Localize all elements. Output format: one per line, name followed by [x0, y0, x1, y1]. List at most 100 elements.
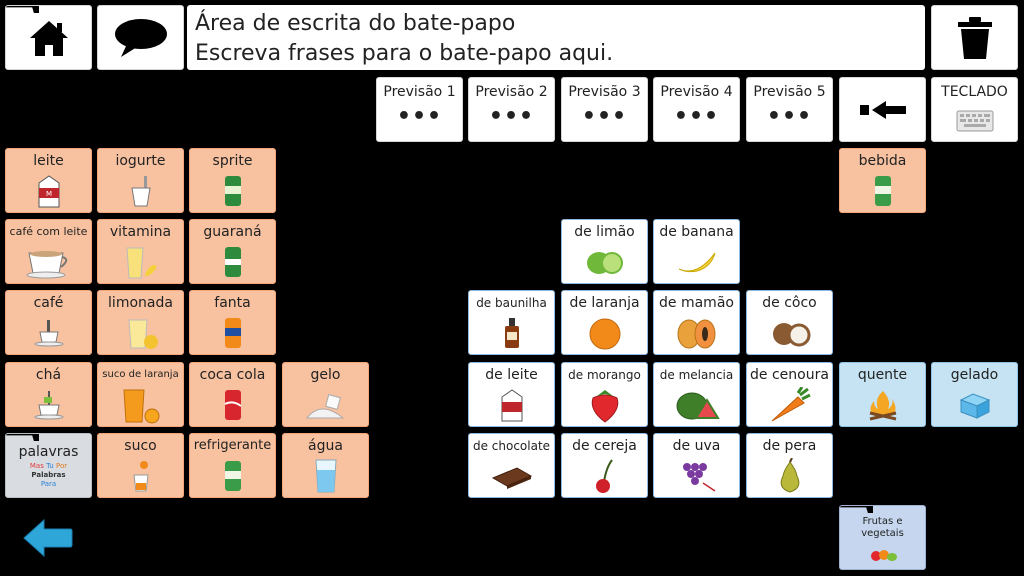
prediction-label: Previsão 1 — [383, 84, 456, 100]
orange-icon — [589, 318, 620, 349]
chocolate-icon — [491, 466, 532, 489]
chat-input-area[interactable]: Área de escrita do bate-papo Escreva fra… — [187, 5, 925, 70]
keyboard-button[interactable]: TECLADO — [931, 77, 1018, 142]
cell-guarana[interactable]: guaraná — [189, 219, 276, 284]
cell-suco[interactable]: suco — [97, 433, 184, 498]
sprite-can-icon — [224, 175, 241, 206]
home-icon — [29, 20, 68, 56]
cell-gelo[interactable]: gelo — [282, 362, 369, 427]
speak-button[interactable] — [97, 5, 184, 70]
cell-de-cereja[interactable]: de cereja — [561, 433, 648, 498]
cell-label: de pera — [762, 438, 817, 454]
cell-de-limao[interactable]: de limão — [561, 219, 648, 284]
back-button[interactable] — [10, 510, 85, 565]
folder-tab — [6, 6, 39, 13]
folder-palavras[interactable]: palavras Mas Tu Por Palabras Para — [5, 433, 92, 498]
cell-label: café com leite — [9, 225, 88, 238]
cell-de-chocolate[interactable]: de chocolate — [468, 433, 555, 498]
word-art-4: Palabras — [31, 471, 66, 479]
cell-label: quente — [857, 367, 908, 383]
prediction-4[interactable]: Previsão 4 ••• — [653, 77, 740, 142]
cell-label: sprite — [212, 153, 253, 169]
cell-agua[interactable]: água — [282, 433, 369, 498]
cell-label: suco — [124, 438, 157, 454]
cell-label: iogurte — [115, 153, 166, 169]
cell-de-banana[interactable]: de banana — [653, 219, 740, 284]
prediction-label: Previsão 3 — [568, 84, 641, 100]
cell-label: bebida — [858, 153, 907, 169]
cell-de-cenoura[interactable]: de cenoura — [746, 362, 833, 427]
pear-icon — [780, 457, 799, 493]
water-glass-icon — [314, 459, 337, 492]
backspace-button[interactable] — [839, 77, 926, 142]
ice-icon — [305, 393, 344, 418]
cherry-icon — [595, 458, 613, 493]
prediction-value: ••• — [488, 104, 535, 129]
papaya-icon — [677, 319, 715, 348]
cell-de-leite[interactable]: de leite — [468, 362, 555, 427]
prediction-value: ••• — [766, 104, 813, 129]
cell-label: vitamina — [109, 224, 172, 240]
cell-bebida[interactable]: bebida — [839, 148, 926, 213]
fire-icon — [869, 390, 896, 420]
cell-label: de côco — [762, 295, 817, 311]
cell-cafe[interactable]: café — [5, 290, 92, 355]
cell-label: de baunilha — [476, 296, 547, 310]
cell-label: de cenoura — [750, 367, 829, 383]
clear-button[interactable] — [931, 5, 1018, 70]
chat-line-1: Área de escrita do bate-papo — [195, 11, 516, 36]
prediction-2[interactable]: Previsão 2 ••• — [468, 77, 555, 142]
carrot-icon — [771, 386, 811, 421]
lemonade-icon — [127, 319, 158, 349]
cell-limonada[interactable]: limonada — [97, 290, 184, 355]
cell-label: água — [308, 438, 343, 454]
cell-de-pera[interactable]: de pera — [746, 433, 833, 498]
cell-leite[interactable]: leite M — [5, 148, 92, 213]
word-art-3: Por — [55, 462, 68, 470]
cell-cha[interactable]: chá — [5, 362, 92, 427]
prediction-1[interactable]: Previsão 1 ••• — [376, 77, 463, 142]
svg-text:M: M — [45, 190, 51, 198]
banana-icon — [678, 252, 715, 272]
cell-de-coco[interactable]: de côco — [746, 290, 833, 355]
cell-de-mamao[interactable]: de mamão — [653, 290, 740, 355]
home-button[interactable] — [5, 5, 92, 70]
cell-de-laranja[interactable]: de laranja — [561, 290, 648, 355]
juice-icon — [132, 460, 149, 491]
tea-cup-icon — [34, 390, 63, 419]
cell-coca-cola[interactable]: coca cola — [189, 362, 276, 427]
cell-refrigerante[interactable]: refrigerante — [189, 433, 276, 498]
cell-iogurte[interactable]: iogurte — [97, 148, 184, 213]
cell-fanta[interactable]: fanta — [189, 290, 276, 355]
cell-label: de mamão — [659, 295, 734, 311]
prediction-label: Previsão 2 — [475, 84, 548, 100]
cell-suco-de-laranja[interactable]: suco de laranja — [97, 362, 184, 427]
cell-gelado[interactable]: gelado — [931, 362, 1018, 427]
cell-label: de morango — [568, 368, 641, 382]
cell-sprite[interactable]: sprite — [189, 148, 276, 213]
cell-label: de banana — [659, 224, 734, 240]
cell-label: de uva — [672, 438, 721, 454]
fruits-vegetables-icon — [870, 549, 897, 561]
folder-frutas-e-vegetais[interactable]: Frutas e vegetais — [839, 505, 926, 570]
backspace-arrow-icon — [859, 100, 906, 119]
cell-quente[interactable]: quente — [839, 362, 926, 427]
espresso-cup-icon — [34, 319, 63, 346]
cell-de-uva[interactable]: de uva — [653, 433, 740, 498]
prediction-3[interactable]: Previsão 3 ••• — [561, 77, 648, 142]
prediction-5[interactable]: Previsão 5 ••• — [746, 77, 833, 142]
cell-vitamina[interactable]: vitamina — [97, 219, 184, 284]
watermelon-icon — [676, 392, 720, 419]
cell-label: suco de laranja — [102, 369, 179, 380]
prediction-value: ••• — [581, 104, 628, 129]
guarana-can-icon — [224, 246, 241, 277]
prediction-value: ••• — [673, 104, 720, 129]
soda-can-icon — [224, 460, 241, 491]
cell-label: chá — [35, 367, 62, 383]
cell-de-morango[interactable]: de morango — [561, 362, 648, 427]
cell-cafe-com-leite[interactable]: café com leite — [5, 219, 92, 284]
cell-de-melancia[interactable]: de melancia — [653, 362, 740, 427]
strawberry-icon — [591, 389, 618, 423]
cell-de-baunilha[interactable]: de baunilha — [468, 290, 555, 355]
keyboard-label: TECLADO — [941, 84, 1008, 100]
